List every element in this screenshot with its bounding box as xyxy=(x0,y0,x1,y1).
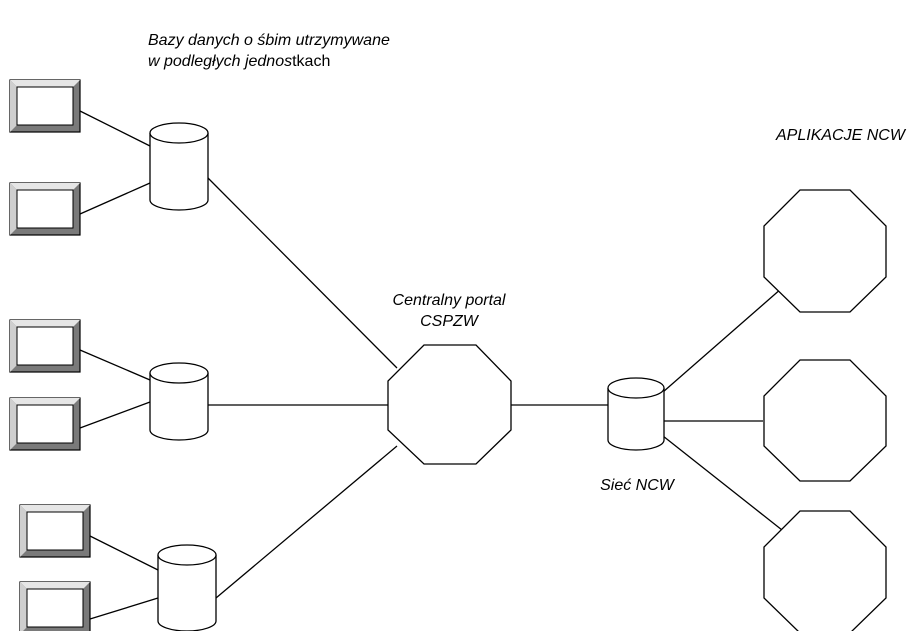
application-octagon xyxy=(763,510,887,631)
application-octagon xyxy=(763,359,887,482)
database-icon xyxy=(157,544,217,631)
terminal-icon xyxy=(9,182,81,236)
database-icon xyxy=(149,122,209,211)
link-db3-portal xyxy=(215,445,398,599)
link-terminal3-db2 xyxy=(79,349,151,381)
local-db-caption-line2-upright: tkach xyxy=(292,53,330,70)
local-db-caption-line2-italic: w podległych jednos xyxy=(148,53,292,70)
terminal-icon xyxy=(19,581,91,631)
link-network-app3 xyxy=(662,435,783,531)
terminal-icon xyxy=(9,397,81,451)
terminal-icon xyxy=(9,319,81,373)
terminals xyxy=(9,79,91,631)
terminal-icon xyxy=(9,79,81,133)
link-db1-portal xyxy=(207,177,398,369)
central-portal-octagon xyxy=(387,344,512,465)
link-terminal1-db1 xyxy=(79,110,151,147)
connections xyxy=(79,110,783,620)
link-network-app1 xyxy=(662,287,783,393)
database-icon xyxy=(149,362,209,441)
link-terminal4-db2 xyxy=(79,401,151,429)
application-octagon xyxy=(763,189,887,313)
link-terminal2-db1 xyxy=(79,182,151,215)
terminal-icon xyxy=(19,504,91,558)
database-icon xyxy=(607,377,665,451)
local-db-caption-line2: w podległych jednostkach xyxy=(148,53,330,70)
applications-label: APLIKACJE NCW xyxy=(775,127,907,144)
link-terminal5-db3 xyxy=(89,535,159,571)
link-terminal6-db3 xyxy=(89,597,159,620)
network-label: Sieć NCW xyxy=(600,477,676,494)
local-db-caption-line1: Bazy danych o śbim utrzymywane xyxy=(148,32,390,49)
central-portal-acronym: CSPZW xyxy=(420,313,480,330)
central-portal-title: Centralny portal xyxy=(393,292,506,309)
